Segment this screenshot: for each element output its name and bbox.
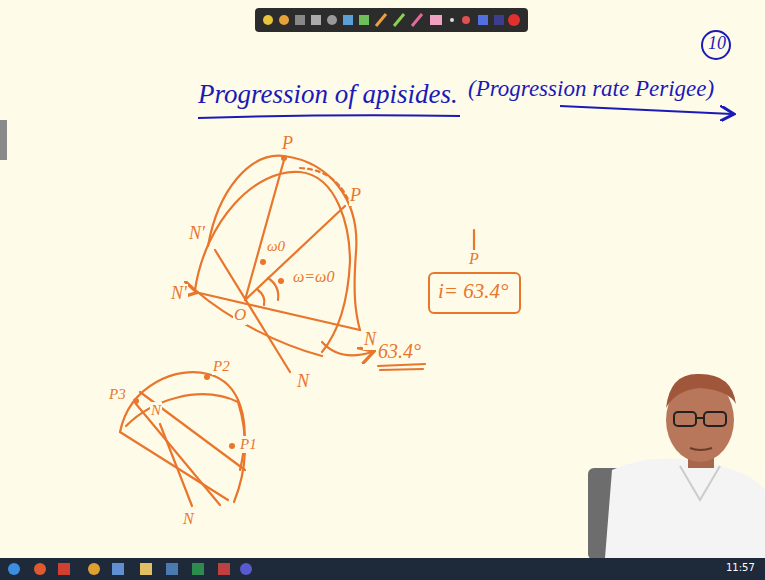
point-label: P1 [239,436,258,453]
node-label: N [296,372,310,392]
point-label: P3 [108,386,127,403]
header-note: (Progression rate Perigee) [468,76,714,101]
angle-label: ω=ω0 [292,268,335,286]
taskbar [0,558,765,580]
node-label: N [363,330,377,350]
point-label: P [468,250,480,268]
node-label: N [150,402,162,419]
point-label: P2 [212,358,231,375]
side-tab [0,120,7,160]
point-label: P [349,186,362,206]
lower-orbit-dots [133,374,235,449]
slide-title: Progression of apisides. [198,80,458,110]
node-label: N [182,510,195,528]
page-number: 10 [708,34,726,54]
orbit-sketch [195,156,474,372]
point-label: P [281,134,294,154]
orbit-dots [260,155,287,284]
node-label: N' [170,284,188,304]
angle-value: 63.4° [378,340,421,362]
angle-label: ω0 [266,238,286,255]
origin-label: O [233,306,247,325]
lower-orbit-sketch [120,372,245,506]
condition-box: i= 63.4° [428,272,521,314]
header-underlines [198,31,732,118]
node-text: i= 63.4° [438,280,511,303]
toolbar [255,8,528,32]
node-label: N' [188,224,206,244]
lecturer-video [588,374,765,560]
clock-text: 11:57 [726,562,755,573]
